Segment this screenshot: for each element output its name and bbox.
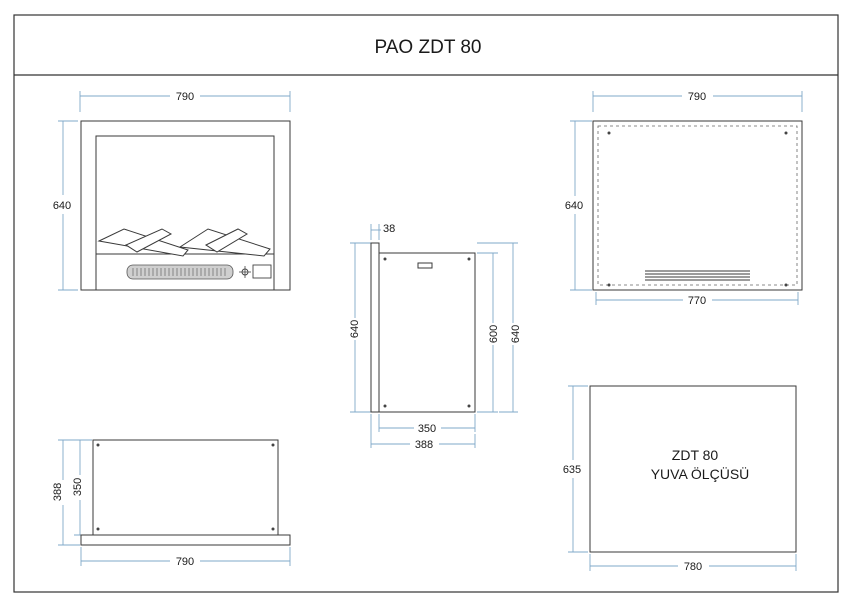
side-view: 38 640 600 640 350 388 bbox=[349, 223, 522, 451]
front-width-label: 790 bbox=[176, 91, 194, 103]
log-right-cross bbox=[204, 228, 248, 253]
side-left-height-label: 640 bbox=[349, 320, 361, 338]
top-screw bbox=[96, 443, 100, 447]
niche-width-label: 780 bbox=[684, 561, 702, 573]
side-top-label: 38 bbox=[383, 223, 395, 235]
niche-view: 635 ZDT 80 YUVA ÖLÇÜSÜ 780 bbox=[563, 385, 797, 573]
side-screw bbox=[467, 404, 471, 408]
side-inner-height-label: 600 bbox=[488, 325, 500, 343]
top-outer-depth-label: 388 bbox=[52, 483, 64, 501]
back-view: 790 640 770 bbox=[565, 91, 803, 307]
back-vent-slots bbox=[645, 270, 750, 281]
back-top-label: 790 bbox=[688, 91, 706, 103]
side-front-frame bbox=[370, 242, 380, 413]
side-handle bbox=[417, 262, 433, 269]
niche-outline bbox=[589, 385, 797, 553]
back-bottom-label: 770 bbox=[688, 295, 706, 307]
back-screw bbox=[607, 131, 611, 135]
back-panel-dashed-outline bbox=[597, 125, 798, 286]
side-inner-depth-label: 350 bbox=[418, 423, 436, 435]
sheet-border bbox=[13, 14, 839, 593]
front-view: 790 640 bbox=[53, 91, 291, 291]
heater-grille-slots bbox=[132, 268, 226, 276]
side-body bbox=[378, 252, 476, 413]
top-width-label: 790 bbox=[176, 556, 194, 568]
control-display bbox=[252, 264, 272, 279]
back-screw bbox=[784, 131, 788, 135]
top-front-frame bbox=[80, 534, 291, 546]
top-body bbox=[92, 439, 279, 536]
side-right-height-label: 640 bbox=[510, 325, 522, 343]
log-left-cross bbox=[124, 228, 173, 253]
side-depth-label: 388 bbox=[415, 439, 433, 451]
back-height-label: 640 bbox=[565, 200, 583, 212]
niche-subtitle: YUVA ÖLÇÜSÜ bbox=[651, 465, 750, 482]
side-screw bbox=[467, 257, 471, 261]
fireplace-front-body bbox=[80, 120, 291, 291]
side-screw bbox=[383, 404, 387, 408]
back-screw bbox=[607, 283, 611, 287]
heater-grille bbox=[126, 264, 234, 280]
top-screw bbox=[96, 527, 100, 531]
top-screw bbox=[271, 527, 275, 531]
top-view: 388 350 790 bbox=[52, 439, 291, 568]
back-screw bbox=[784, 283, 788, 287]
fireplace-back-body bbox=[592, 120, 803, 291]
front-height-label: 640 bbox=[53, 200, 71, 212]
side-screw bbox=[383, 257, 387, 261]
niche-height-label: 635 bbox=[563, 464, 581, 476]
top-screw bbox=[271, 443, 275, 447]
top-inner-depth-label: 350 bbox=[72, 478, 84, 496]
page-title: PAO ZDT 80 bbox=[375, 37, 482, 58]
niche-title: ZDT 80 bbox=[672, 447, 719, 463]
